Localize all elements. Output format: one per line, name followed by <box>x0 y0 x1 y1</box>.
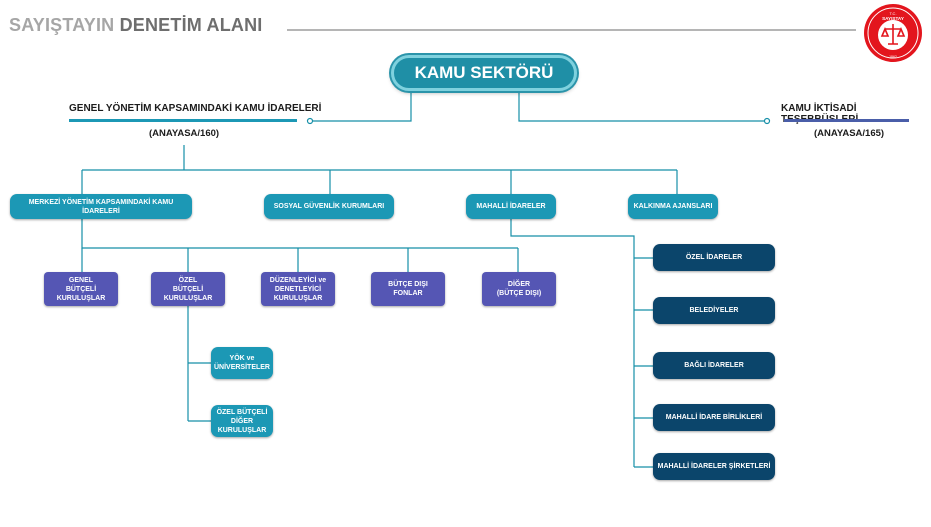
node-label: SOSYAL GÜVENLİK KURUMLARI <box>273 203 385 210</box>
node-ozel-butceli[interactable]: ÖZEL BÜTÇELİ KURULUŞLAR <box>151 272 225 306</box>
node-mahalli-idareler-sirketleri[interactable]: MAHALLİ İDARELER ŞİRKETLERİ <box>653 453 775 480</box>
node-butce-disi-fonlar[interactable]: BÜTÇE DIŞI FONLAR <box>371 272 445 306</box>
left-category-title: GENEL YÖNETİM KAPSAMINDAKİ KAMU İDARELER… <box>69 103 322 114</box>
node-kalkinma-ajanslari[interactable]: KALKINMA AJANSLARI <box>628 194 718 219</box>
page-title: SAYIŞTAYIN DENETİM ALANI <box>9 15 263 36</box>
node-label: MERKEZİ YÖNETİM KAPSAMINDAKİ KAMU İDAREL… <box>28 198 174 215</box>
right-category-rule <box>784 119 909 122</box>
node-label: MAHALLİ İDARELER <box>476 203 546 210</box>
node-label: MAHALLİ İDARELER ŞİRKETLERİ <box>657 463 771 470</box>
root-node[interactable]: KAMU SEKTÖRÜ <box>391 55 577 91</box>
node-label: DİĞER (BÜTÇE DIŞI) <box>496 281 542 297</box>
node-label: MAHALLİ İDARE BİRLİKLERİ <box>665 414 763 421</box>
node-belediyeler[interactable]: BELEDİYELER <box>653 297 775 324</box>
left-category-rule <box>69 119 297 122</box>
sayistay-logo: T.C. SAYIŞTAY 1862 <box>864 4 922 62</box>
node-label: DÜZENLEYİCİ ve DENETLEYİCİ KURULUŞLAR <box>269 276 327 302</box>
node-label: YÖK ve ÜNİVERSİTELER <box>213 355 270 371</box>
node-genel-butceli[interactable]: GENEL BÜTÇELİ KURULUŞLAR <box>44 272 118 306</box>
seal-name: SAYIŞTAY <box>882 16 904 21</box>
seal-top-text: T.C. <box>889 11 896 16</box>
node-yok-universiteler[interactable]: YÖK ve ÜNİVERSİTELER <box>211 347 273 379</box>
node-label: ÖZEL İDARELER <box>685 254 743 261</box>
node-ozel-idareler[interactable]: ÖZEL İDARELER <box>653 244 775 271</box>
node-merkezi-yonetim[interactable]: MERKEZİ YÖNETİM KAPSAMINDAKİ KAMU İDAREL… <box>10 194 192 219</box>
node-diger-butce-disi[interactable]: DİĞER (BÜTÇE DIŞI) <box>482 272 556 306</box>
seal-year: 1862 <box>889 55 897 59</box>
node-label: KALKINMA AJANSLARI <box>633 203 713 210</box>
title-part-2: DENETİM ALANI <box>119 15 263 35</box>
node-duzenleyici-denetleyici[interactable]: DÜZENLEYİCİ ve DENETLEYİCİ KURULUŞLAR <box>261 272 335 306</box>
node-mahalli-idareler[interactable]: MAHALLİ İDARELER <box>466 194 556 219</box>
node-bagli-idareler[interactable]: BAĞLI İDARELER <box>653 352 775 379</box>
node-ozel-butceli-diger[interactable]: ÖZEL BÜTÇELİ DİĞER KURULUŞLAR <box>211 405 273 437</box>
right-category-sub: (ANAYASA/165) <box>814 128 885 139</box>
title-part-1: SAYIŞTAYIN <box>9 15 120 35</box>
node-label: ÖZEL BÜTÇELİ DİĞER KURULUŞLAR <box>216 408 268 434</box>
node-label: GENEL BÜTÇELİ KURULUŞLAR <box>56 276 106 302</box>
node-sosyal-guvenlik[interactable]: SOSYAL GÜVENLİK KURUMLARI <box>264 194 394 219</box>
node-label: BELEDİYELER <box>689 307 739 314</box>
left-category-sub: (ANAYASA/160) <box>149 128 220 139</box>
node-label: BAĞLI İDARELER <box>684 362 744 369</box>
header-rule <box>287 29 856 31</box>
node-label: BÜTÇE DIŞI FONLAR <box>388 281 428 297</box>
node-mahalli-idare-birlikleri[interactable]: MAHALLİ İDARE BİRLİKLERİ <box>653 404 775 431</box>
node-label: ÖZEL BÜTÇELİ KURULUŞLAR <box>163 276 213 302</box>
root-label: KAMU SEKTÖRÜ <box>414 63 554 82</box>
